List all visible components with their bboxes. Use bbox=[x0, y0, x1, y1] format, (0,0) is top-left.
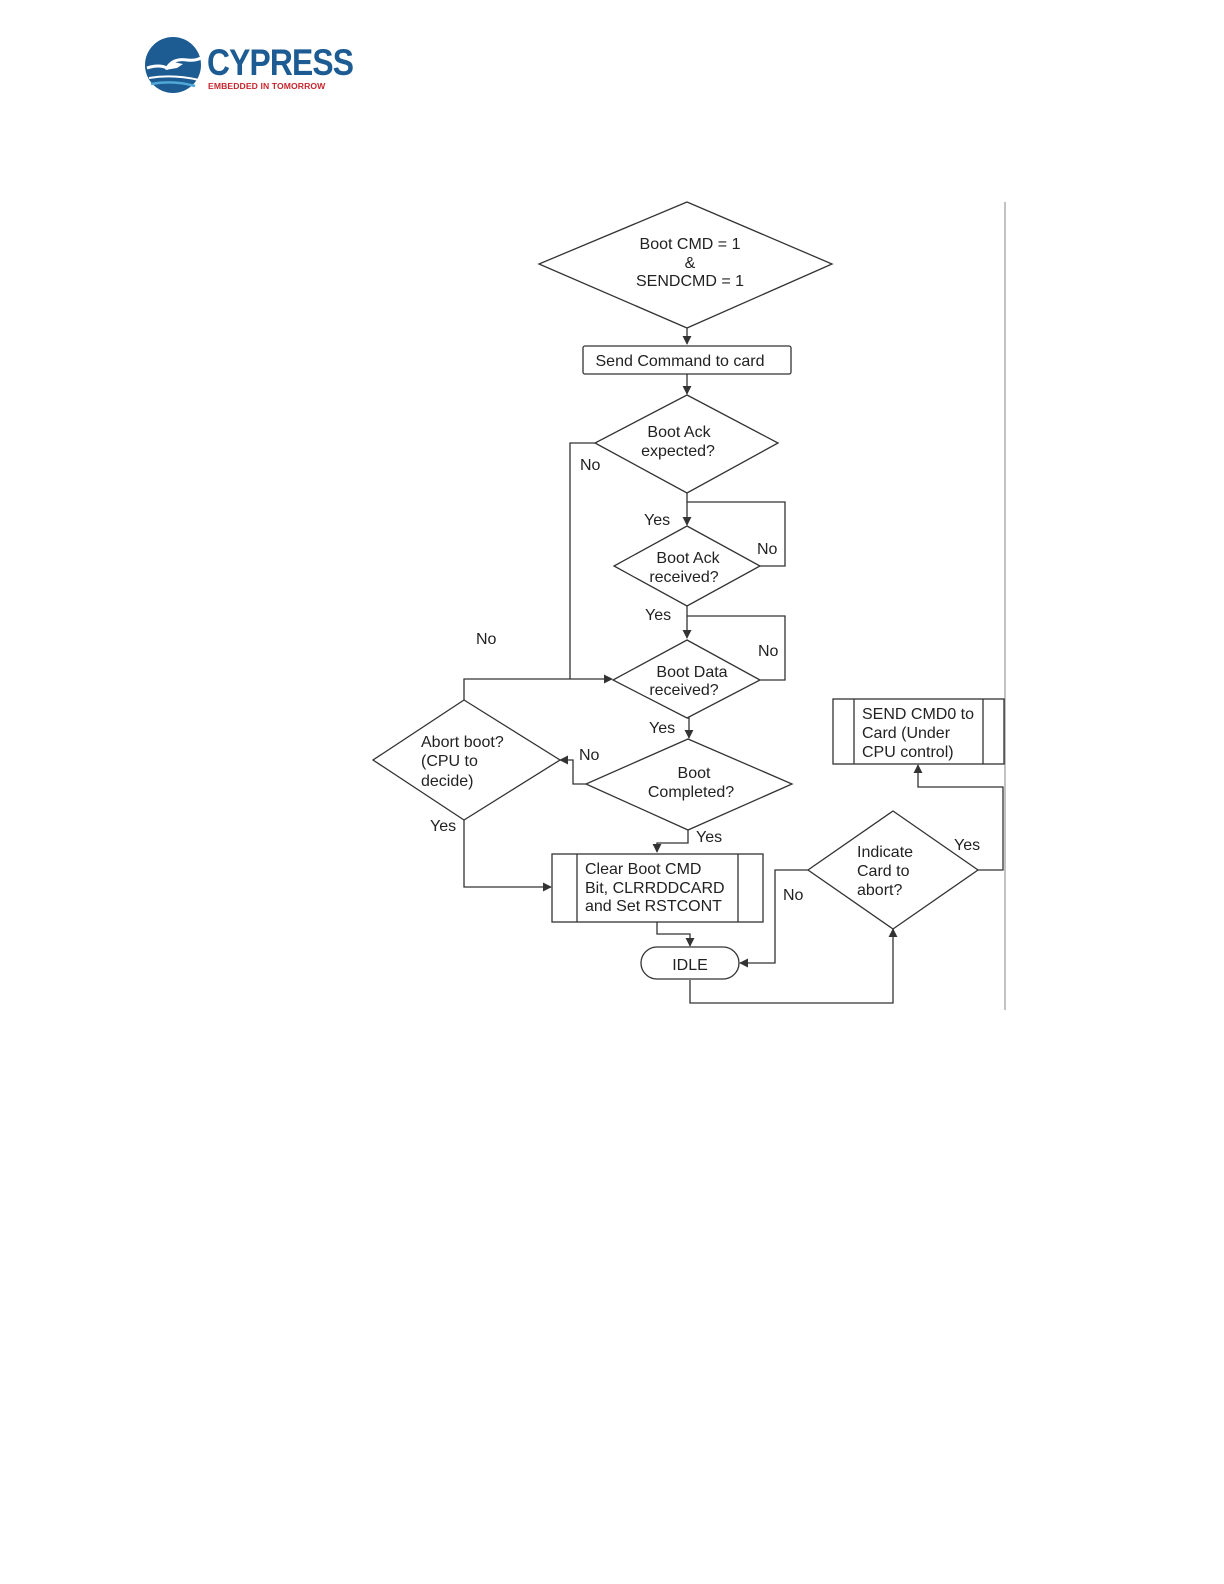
abort-boot-line-2: (CPU to bbox=[421, 753, 478, 770]
logo-tagline: EMBEDDED IN TOMORROW bbox=[208, 81, 326, 91]
label-ack-expected-yes: Yes bbox=[644, 512, 670, 529]
boot-ack-expected-decision: Boot Ack expected? bbox=[593, 394, 780, 494]
boot-ack-received-line-1: Boot Ack bbox=[656, 550, 720, 567]
indicate-abort-line-1: Indicate bbox=[857, 844, 913, 861]
idle-terminator: IDLE bbox=[640, 946, 740, 980]
label-data-received-yes: Yes bbox=[649, 720, 675, 737]
cypress-globe-icon bbox=[145, 37, 202, 93]
label-data-received-no: No bbox=[476, 631, 497, 648]
label-indicate-no: No bbox=[783, 887, 804, 904]
send-command-step: Send Command to card bbox=[582, 345, 792, 375]
clear-boot-line-3: and Set RSTCONT bbox=[585, 898, 722, 915]
indicate-abort-line-3: abort? bbox=[857, 882, 902, 899]
send-cmd0-line-1: SEND CMD0 to bbox=[862, 706, 974, 723]
indicate-abort-line-2: Card to bbox=[857, 863, 910, 880]
start-decision-line-2: & bbox=[685, 255, 696, 272]
label-ack-received-yes: Yes bbox=[645, 607, 671, 624]
boot-completed-line-1: Boot bbox=[678, 765, 711, 782]
abort-boot-decision: Abort boot? (CPU to decide) bbox=[371, 699, 562, 821]
logo-wordmark: CYPRESS bbox=[207, 42, 354, 83]
boot-data-received-decision: Boot Data received? bbox=[611, 639, 762, 719]
send-command-label: Send Command to card bbox=[596, 353, 765, 370]
clear-boot-process: Clear Boot CMD Bit, CLRRDDCARD and Set R… bbox=[551, 853, 764, 923]
edge-labels: No Yes No Yes No No Yes No Yes Yes Yes N… bbox=[430, 457, 980, 904]
send-cmd0-line-3: CPU control) bbox=[862, 744, 954, 761]
label-completed-yes: Yes bbox=[696, 829, 722, 846]
label-ack-received-no: No bbox=[757, 541, 778, 558]
start-decision: Boot CMD = 1 & SENDCMD = 1 bbox=[537, 201, 834, 329]
clear-boot-line-1: Clear Boot CMD bbox=[585, 861, 701, 878]
label-indicate-yes: Yes bbox=[954, 837, 980, 854]
boot-completed-line-2: Completed? bbox=[648, 784, 734, 801]
label-ack-expected-no: No bbox=[580, 457, 601, 474]
start-decision-line-3: SENDCMD = 1 bbox=[636, 273, 744, 290]
indicate-abort-decision: Indicate Card to abort? bbox=[806, 810, 980, 930]
boot-ack-expected-line-1: Boot Ack bbox=[647, 424, 711, 441]
boot-ack-expected-line-2: expected? bbox=[641, 443, 715, 460]
clear-boot-line-2: Bit, CLRRDDCARD bbox=[585, 880, 725, 897]
label-abort-yes: Yes bbox=[430, 818, 456, 835]
boot-ack-received-decision: Boot Ack received? bbox=[612, 525, 762, 607]
send-cmd0-process: SEND CMD0 to Card (Under CPU control) bbox=[832, 698, 1005, 765]
boot-data-received-line-1: Boot Data bbox=[656, 664, 727, 681]
label-data-received-no-loop: No bbox=[758, 643, 779, 660]
label-completed-no: No bbox=[579, 747, 600, 764]
idle-label: IDLE bbox=[672, 957, 708, 974]
boot-completed-decision: Boot Completed? bbox=[584, 738, 794, 831]
abort-boot-line-1: Abort boot? bbox=[421, 734, 504, 751]
send-cmd0-line-2: Card (Under bbox=[862, 725, 951, 742]
cypress-logo: CYPRESS EMBEDDED IN TOMORROW bbox=[143, 34, 354, 98]
start-decision-line-1: Boot CMD = 1 bbox=[640, 236, 741, 253]
connectors bbox=[463, 328, 1004, 1004]
boot-data-received-line-2: received? bbox=[649, 682, 718, 699]
boot-ack-received-line-2: received? bbox=[649, 569, 718, 586]
abort-boot-line-3: decide) bbox=[421, 773, 473, 790]
